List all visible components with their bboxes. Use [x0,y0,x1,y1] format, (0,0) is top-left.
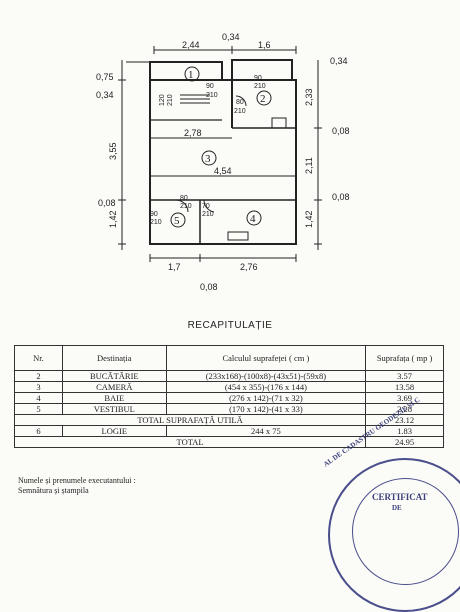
door-3-height: 210 [234,108,246,115]
document-page: 1 2 3 4 5 0,34 2,44 1,6 0,34 0,75 0,34 3… [13,32,460,612]
total-label: TOTAL [13,436,367,448]
dim-bottom-b: 2,76 [240,262,258,272]
dim-right-5: 1,42 [304,210,314,228]
door-6-height: 210 [180,203,192,210]
room-3-marker [201,150,217,166]
dim-left-3: 3,55 [108,142,118,160]
row-nr: 2 [14,370,63,382]
door-5-height: 210 [202,211,214,218]
room-1-label: 1 [188,69,194,81]
door-7-width: 90 [150,211,158,218]
door-1-height: 210 [206,92,218,99]
door-6-width: 80 [180,195,188,202]
dim-bottom-a: 1,7 [168,262,181,272]
dim-top-total: 0,34 [222,32,240,42]
room-1-marker [184,66,200,82]
door-5-width: 70 [202,203,210,210]
recap-header-row: Nr. Destinația Calculul suprafeței ( cm … [14,345,444,371]
row-calcul: (454 x 355)-(176 x 144) [165,381,367,393]
row-suprafata: 3.57 [365,370,444,382]
table-row: 3 CAMERĂ (454 x 355)-(176 x 144) 13.58 [14,381,444,393]
stamp-line2: DE [392,504,402,512]
door-2-height: 210 [167,94,174,106]
dim-right-4: 0,08 [332,192,350,202]
room-3-label: 3 [205,153,211,165]
room-2-label: 2 [260,93,266,105]
table-row: 4 BAIE (276 x 142)-(71 x 32) 3.69 [14,392,444,404]
room-2-marker [256,90,272,106]
door-4-width: 90 [254,75,262,82]
dim-inner-1: 2,78 [184,128,202,138]
dim-top-b: 1,6 [258,40,271,50]
row-nr: 5 [14,403,63,415]
total-util-label: TOTAL SUPRAFAȚĂ UTILĂ [13,414,367,426]
table-row: 2 BUCĂTĂRIE (233x168)-(100x8)-(43x51)-(5… [14,370,444,382]
dim-right-3: 2,11 [304,157,314,174]
row-calcul: (276 x 142)-(71 x 32) [165,392,367,404]
table-row: 5 VESTIBUL (170 x 142)-(41 x 33) 2.28 [14,403,444,415]
dim-right-1: 2,33 [304,88,314,106]
recap-title: RECAPITULAȚIE [187,320,273,331]
row-nr: 6 [14,425,63,437]
row-calcul: 244 x 75 [165,425,367,437]
executant-label: Numele și prenumele executantului : [18,476,136,485]
dim-left-5: 1,42 [108,210,118,228]
row-destinatie: VESTIBUL [61,403,167,415]
room-4-marker [246,210,262,226]
door-3-width: 80 [236,99,244,106]
row-destinatie: LOGIE [61,425,167,437]
total-util-row: TOTAL SUPRAFAȚĂ UTILĂ 23.12 [13,414,444,426]
room-5-marker [170,212,186,228]
row-destinatie: CAMERĂ [61,381,167,393]
dim-right-2: 0,08 [332,126,350,136]
dim-inner-2: 4,54 [214,166,232,176]
total-row: TOTAL 24.95 [13,436,444,448]
signature-label: Semnătura și ștampila [18,486,89,495]
row-nr: 3 [14,381,63,393]
dim-top-right: 0,34 [330,56,348,66]
row-nr: 4 [14,392,63,404]
header-calcul: Calculul suprafeței ( cm ) [165,345,367,371]
header-suprafata: Suprafața ( mp ) [365,345,444,371]
header-destinatie: Destinația [61,345,167,371]
door-4-height: 210 [254,83,266,90]
dim-left-4: 0,08 [98,198,116,208]
dim-left-1: 0,75 [96,72,114,82]
dim-top-a: 2,44 [182,40,200,50]
row-calcul: (170 x 142)-(41 x 33) [165,403,367,415]
total-value: 24.95 [365,436,444,448]
door-7-height: 210 [150,219,162,226]
dim-bottom-c: 0,08 [200,282,218,292]
footer: Numele și prenumele executantului : Semn… [18,476,136,496]
room-4-label: 4 [250,213,256,225]
row-calcul: (233x168)-(100x8)-(43x51)-(59x8) [165,370,367,382]
recap-table: Nr. Destinația Calculul suprafeței ( cm … [13,345,444,448]
row-destinatie: BAIE [61,392,167,404]
door-2-width: 120 [159,94,166,106]
row-suprafata: 3.69 [365,392,444,404]
room-5-label: 5 [174,215,180,227]
door-1-width: 90 [206,83,214,90]
dim-left-2: 0,34 [96,90,114,100]
header-nr: Nr. [14,345,63,371]
floor-plan: 1 2 3 4 5 0,34 2,44 1,6 0,34 0,75 0,34 3… [96,32,350,292]
stamp-line1: CERTIFICAT [372,492,428,502]
row-suprafata: 13.58 [365,381,444,393]
row-destinatie: BUCĂTĂRIE [61,370,167,382]
